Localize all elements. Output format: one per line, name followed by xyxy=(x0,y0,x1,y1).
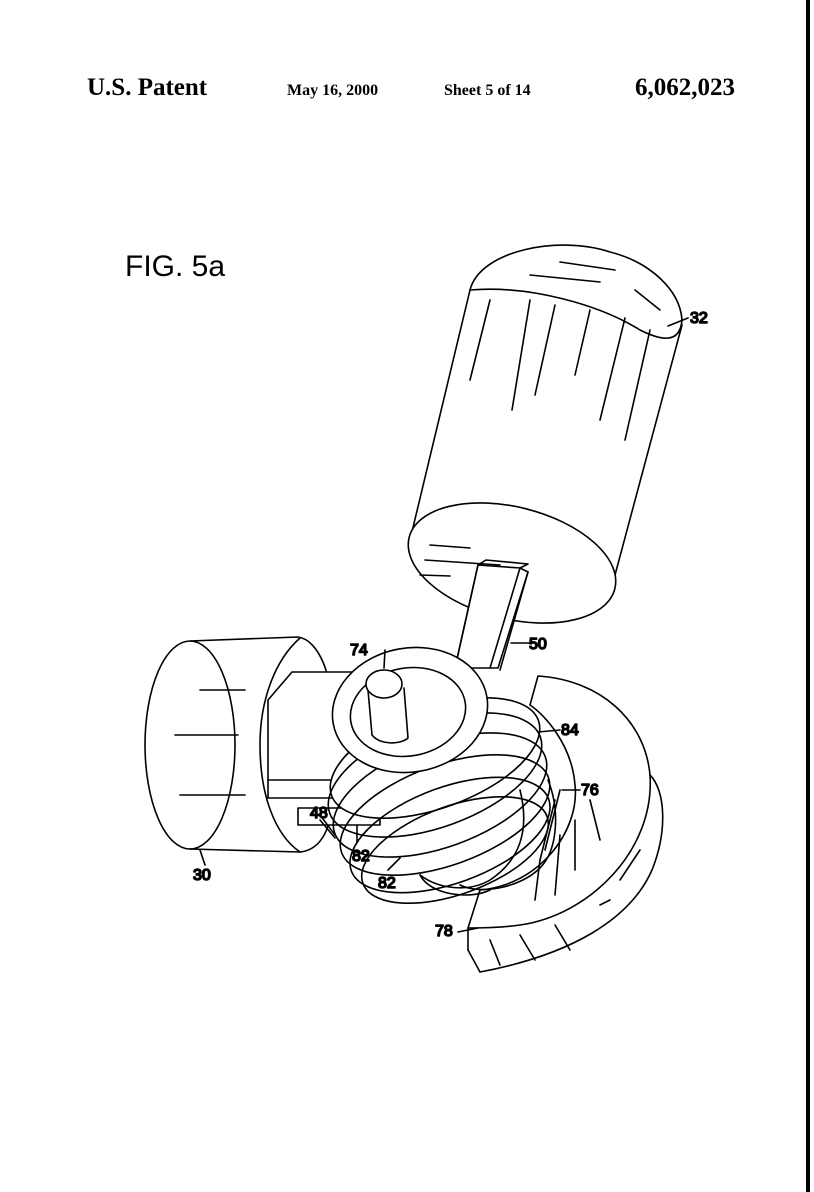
ref-78: 78 xyxy=(435,923,453,940)
ref-48: 48 xyxy=(310,805,328,822)
upper-cylinder-32 xyxy=(396,245,682,643)
ref-30: 30 xyxy=(193,867,211,884)
ref-84: 84 xyxy=(561,722,579,739)
ref-76: 76 xyxy=(581,782,599,799)
ref-32: 32 xyxy=(690,310,708,327)
ref-82-a: 82 xyxy=(352,848,370,865)
right-border-rule xyxy=(806,0,810,1192)
ref-50: 50 xyxy=(529,636,547,653)
ref-74: 74 xyxy=(350,642,368,659)
ref-82-b: 82 xyxy=(378,875,396,892)
